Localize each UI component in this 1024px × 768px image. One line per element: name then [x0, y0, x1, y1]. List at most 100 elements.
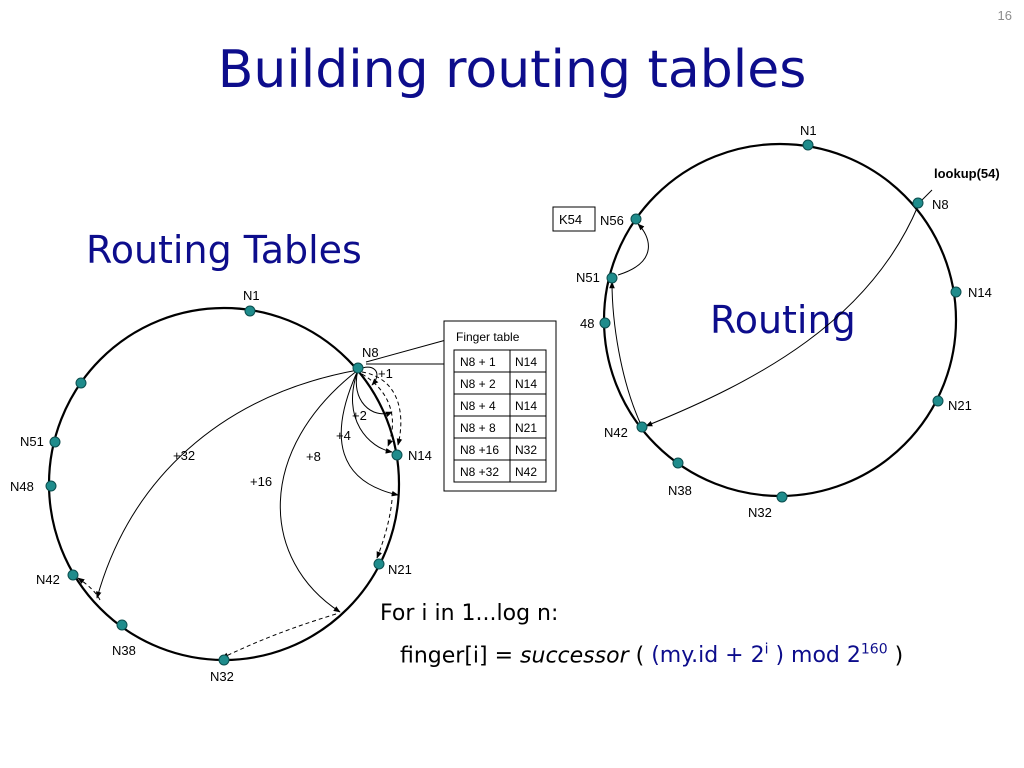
- finger-table: Finger table N8 + 1 N14 N8 + 2 N14 N8 + 4 N14…: [443, 320, 557, 492]
- right-label-n42: N42: [604, 425, 628, 440]
- finger-table-start: N8 + 2: [460, 377, 496, 391]
- dash-to-n32: [221, 613, 337, 659]
- finger-table-start: N8 + 4: [460, 399, 496, 413]
- label-plus2: +2: [352, 408, 367, 423]
- left-node-unlabeled: [75, 377, 87, 389]
- left-label-n21: N21: [388, 562, 412, 577]
- left-node-n51: [49, 436, 61, 448]
- left-node-n38: [116, 619, 128, 631]
- routing-label: Routing: [710, 298, 856, 342]
- finger-table-successor: N21: [515, 421, 537, 435]
- finger-table-successor: N42: [515, 465, 537, 479]
- left-ring: +1 +2 +4 +8 +16 +32 N1 N8 N14 N21 N32 N3…: [10, 288, 557, 684]
- slide-title: Building routing tables: [217, 40, 807, 100]
- slide-number: 16: [997, 8, 1012, 23]
- label-plus32: +32: [173, 448, 195, 463]
- finger-table-successor: N14: [515, 377, 537, 391]
- formula-expr-base: (my.id + 2: [651, 643, 765, 669]
- finger-table-title: Finger table: [456, 330, 520, 344]
- label-plus16: +16: [250, 474, 272, 489]
- left-finger-arcs: [77, 339, 447, 659]
- right-label-n51: N51: [576, 270, 600, 285]
- label-plus8: +8: [306, 449, 321, 464]
- right-node-n21: [932, 395, 944, 407]
- right-node-n1: [802, 139, 814, 151]
- dash-to-n14-a: [361, 371, 403, 446]
- right-nodes: [599, 139, 962, 503]
- dash-to-n21: [376, 499, 393, 559]
- left-label-n32: N32: [210, 669, 234, 684]
- formula-line-1: For i in 1...log n:: [380, 601, 559, 626]
- right-label-n8: N8: [932, 197, 949, 212]
- right-node-n42: [636, 421, 648, 433]
- finger-table-start: N8 +16: [460, 443, 499, 457]
- formula-line-2: finger[i] = successor ( (my.id + 2i ) mo…: [380, 632, 903, 674]
- key-label: K54: [559, 212, 582, 227]
- right-lookup-path: [609, 189, 933, 428]
- right-label-n14: N14: [968, 285, 992, 300]
- lookup-label: lookup(54): [934, 166, 1000, 181]
- left-node-n48: [45, 480, 57, 492]
- right-label-n1: N1: [800, 123, 817, 138]
- finger-table-start: N8 + 8: [460, 421, 496, 435]
- right-node-n8: [912, 197, 924, 209]
- finger-table-successor: N14: [515, 399, 537, 413]
- finger-table-box: [443, 320, 557, 492]
- dash-to-n42: [77, 577, 101, 601]
- finger-table-leader-top: [365, 339, 447, 363]
- finger-table-successor: N14: [515, 355, 537, 369]
- formula-expr: (my.id + 2i ) mod 2160: [651, 642, 888, 669]
- right-node-n38: [672, 457, 684, 469]
- right-label-n32: N32: [748, 505, 772, 520]
- left-label-n14: N14: [408, 448, 432, 463]
- arc-plus4: [352, 369, 393, 454]
- formula-prefix: finger[i] =: [400, 643, 521, 669]
- formula-successor: successor: [520, 643, 629, 669]
- hop-n51-to-n56: [617, 223, 649, 276]
- right-label-n21: N21: [948, 398, 972, 413]
- finger-table-successor: N32: [515, 443, 537, 457]
- right-ring-circle: [602, 142, 958, 498]
- finger-table-start: N8 + 1: [460, 355, 496, 369]
- hop-n42-to-n51: [609, 281, 643, 428]
- finger-table-rows: N8 + 1 N14 N8 + 2 N14 N8 + 4 N14 N8 + 8 N21 N8 +…: [454, 355, 546, 479]
- label-plus1: +1: [378, 366, 393, 381]
- right-node-n32: [776, 491, 788, 503]
- left-nodes: [45, 305, 403, 666]
- hop-n8-to-n42: [645, 205, 919, 427]
- left-label-n1: N1: [243, 288, 260, 303]
- formula-open-paren: (: [628, 643, 652, 669]
- lookup-pointer: [921, 189, 933, 201]
- left-node-n32: [218, 654, 230, 666]
- finger-formula: For i in 1...log n: finger[i] = successo…: [380, 596, 903, 674]
- right-node-n48: [599, 317, 611, 329]
- left-label-n42: N42: [36, 572, 60, 587]
- arc-plus2: [355, 369, 393, 417]
- formula-mod-exponent: 160: [860, 642, 888, 658]
- right-ring: lookup(54) K54 N1 N8 N14 N21 N32 N38 N42…: [552, 123, 1000, 520]
- left-ring-circle: [47, 306, 401, 662]
- left-label-n48: N48: [10, 479, 34, 494]
- routing-tables-heading: Routing Tables: [86, 228, 362, 272]
- right-label-n48: 48: [580, 316, 594, 331]
- left-node-n1: [244, 305, 256, 317]
- right-node-n56: [630, 213, 642, 225]
- formula-mod: ) mod 2: [768, 643, 861, 669]
- left-label-n51: N51: [20, 434, 44, 449]
- dash-to-n14-b: [361, 373, 393, 447]
- left-label-n38: N38: [112, 643, 136, 658]
- finger-table-start: N8 +32: [460, 465, 499, 479]
- left-label-n8: N8: [362, 345, 379, 360]
- formula-close-paren: ): [887, 643, 904, 669]
- right-label-n56: N56: [600, 213, 624, 228]
- arc-plus32: [96, 369, 359, 599]
- right-node-n14: [950, 286, 962, 298]
- right-node-n51: [606, 272, 618, 284]
- arc-plus8: [340, 369, 399, 497]
- left-node-n8: [352, 362, 364, 374]
- formula-exponent: i: [764, 642, 769, 658]
- left-node-n21: [373, 558, 385, 570]
- left-node-n42: [67, 569, 79, 581]
- right-label-n38: N38: [668, 483, 692, 498]
